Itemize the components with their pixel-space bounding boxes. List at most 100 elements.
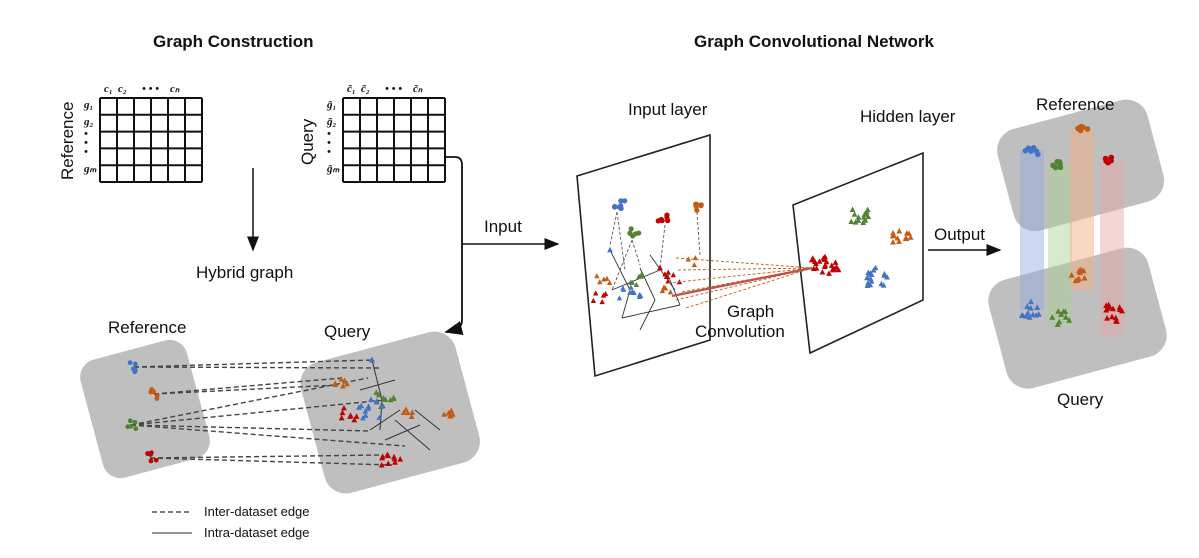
hybrid-graph-label: Hybrid graph [196, 263, 293, 282]
cell-triangle [809, 255, 816, 261]
cell-triangle [661, 284, 667, 290]
cell-triangle [341, 377, 348, 384]
cell-dot [622, 198, 628, 204]
graph-construction-title: Graph Construction [153, 32, 314, 51]
cell-dot [145, 451, 150, 456]
query-matrix-label: Query [298, 118, 317, 165]
cell-triangle [865, 213, 872, 220]
cell-triangle [1027, 304, 1034, 311]
convolution-edge [685, 267, 813, 309]
cell-triangle [865, 280, 871, 286]
cell-triangle [868, 278, 875, 284]
query-cluster-label: Query [324, 322, 371, 341]
cell-dot [698, 203, 704, 209]
cell-dot [1084, 126, 1091, 132]
cell-triangle [1055, 308, 1062, 314]
cell-triangle [353, 413, 360, 419]
cell-triangle [907, 234, 914, 240]
cell-triangle [441, 411, 447, 417]
inter-dataset-edge [130, 424, 406, 447]
cell-triangle [848, 218, 855, 224]
cell-triangle [637, 292, 644, 298]
cell-triangle [826, 270, 832, 276]
cell-triangle [391, 455, 398, 462]
cell-triangle [380, 395, 387, 401]
cell-triangle [810, 265, 817, 272]
cell-triangle [691, 262, 698, 268]
cell-dot [1075, 125, 1081, 132]
cell-triangle [819, 269, 826, 275]
cell-triangle [592, 290, 599, 296]
cell-dot [1052, 164, 1059, 171]
matrix-row-label: g₁ [83, 99, 93, 111]
cell-triangle [633, 281, 640, 287]
cell-triangle [1054, 321, 1061, 327]
cell-triangle [1103, 306, 1110, 313]
cell-triangle [864, 274, 870, 281]
cell-triangle [896, 228, 903, 234]
hidden-layer-nodes [808, 206, 914, 289]
inter-dataset-edge [133, 366, 383, 369]
cell-triangle [881, 272, 888, 278]
matrix-row-label: g̃₁ [326, 99, 336, 111]
cell-dot [694, 207, 700, 213]
input-inter-edge [659, 224, 666, 269]
cell-triangle [604, 275, 610, 281]
intra-dataset-edge [371, 359, 383, 401]
matrix-row-label: • [84, 137, 88, 149]
cell-triangle [657, 264, 663, 271]
cell-triangle [1027, 298, 1034, 305]
cell-triangle [1060, 308, 1067, 315]
cell-triangle [375, 391, 382, 398]
intra-dataset-edge [379, 399, 383, 431]
gcn-title: Graph Convolutional Network [694, 32, 934, 51]
cell-dot [132, 419, 138, 425]
cell-triangle [1081, 274, 1088, 281]
cell-triangle [385, 460, 392, 466]
reference-cluster-panel [80, 339, 210, 479]
cell-triangle [1110, 305, 1117, 312]
convolution-main-edge [671, 266, 813, 298]
cell-triangle [368, 356, 376, 363]
cell-triangle [831, 265, 838, 272]
cell-triangle [1116, 304, 1123, 310]
input-intra-edge [649, 254, 676, 291]
cell-triangle [823, 258, 830, 265]
cell-triangle [392, 459, 398, 465]
matrix-column-label: c₁ [104, 83, 113, 95]
cell-dot [1028, 148, 1034, 154]
cell-triangle [852, 219, 859, 225]
cell-triangle [832, 259, 839, 265]
cell-triangle [344, 380, 350, 387]
matrix-column-label: cₙ [170, 83, 180, 95]
orange-band [1070, 130, 1094, 290]
cell-triangle [902, 235, 909, 241]
cell-triangle [822, 263, 828, 269]
intra-dataset-edge [369, 409, 401, 431]
cell-triangle [1024, 303, 1031, 309]
cell-triangle [627, 289, 633, 295]
cell-triangle [602, 290, 609, 297]
input-intra-edge [667, 274, 681, 306]
cell-triangle [351, 416, 358, 423]
cell-triangle [599, 299, 605, 305]
cell-triangle [872, 264, 879, 271]
cell-triangle [339, 409, 346, 416]
cell-triangle [338, 414, 345, 421]
cell-triangle [855, 214, 862, 220]
cell-triangle [692, 255, 699, 261]
cell-triangle [385, 452, 392, 459]
cell-triangle [828, 262, 835, 268]
cell-dot [148, 458, 154, 464]
blue-band [1020, 150, 1044, 310]
cell-triangle [373, 398, 380, 404]
cell-triangle [1074, 277, 1081, 283]
cell-triangle [590, 297, 597, 303]
cell-triangle [816, 258, 823, 264]
cell-triangle [631, 289, 637, 296]
input-inter-edge [611, 239, 633, 291]
cell-dot [628, 226, 634, 232]
